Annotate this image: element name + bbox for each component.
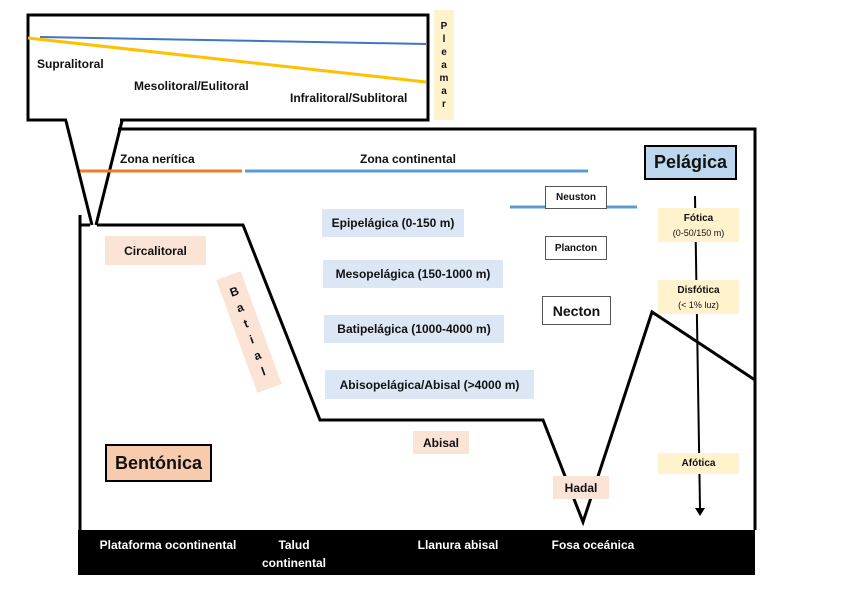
batial-letter: l [259,364,268,379]
region-plataforma: Plataforma ocontinental [99,538,237,552]
region-fosa: Fosa oceánica [551,538,635,552]
pleamar-letter: P [440,20,448,32]
afotica-name: Afótica [681,458,716,469]
neuston-label: Neuston [545,186,607,209]
pleamar-letter: r [442,98,446,110]
pelagica-badge: Pelágica [644,145,737,180]
abisal-zone: Abisal [413,431,469,454]
pleamar-letter: a [441,59,447,71]
zone-infralitoral: Infralitoral/Sublitoral [290,91,408,105]
low-tide-line [27,36,427,84]
pleamar-letter: m [439,72,449,84]
region-talud: Talud continental [261,538,326,570]
callout-pointer-left [64,120,94,226]
pleamar-letter: l [442,33,446,45]
zone-supralitoral: Supralitoral [37,57,104,71]
batial-letter: i [247,332,256,347]
disfotica-detail: (< 1% luz) [678,299,719,310]
main-frame [118,127,757,530]
arrow-head-icon [695,508,705,516]
seafloor-regions-bar: Plataforma ocontinental Talud continenta… [78,530,755,575]
region-llanura: Llanura abisal [417,538,499,552]
disfotica-zone: Disfótica (< 1% luz) [658,280,739,314]
zona-continental-label: Zona continental [360,152,456,166]
plancton-label: Plancton [545,236,607,260]
disfotica-name: Disfótica [677,284,720,296]
circalitoral-zone: Circalitoral [105,236,206,265]
necton-label: Necton [542,296,611,325]
batipelagica-zone: Batipelágica (1000-4000 m) [324,315,504,343]
callout-box [26,13,430,122]
zone-mesolitoral: Mesolitoral/Eulitoral [134,79,249,93]
batial-letter: t [241,316,251,331]
high-tide-line [39,36,427,45]
bentonica-badge: Bentónica [105,444,212,482]
mesopelagica-zone: Mesopelágica (150-1000 m) [323,260,503,288]
pleamar-letter: a [441,85,447,97]
seafloor-profile [97,223,756,527]
abisopelagica-zone: Abisopelágica/Abisal (>4000 m) [325,370,534,399]
fotica-zone: Fótica (0-50/150 m) [658,208,739,242]
epipelagica-zone: Epipelágica (0-150 m) [322,209,464,237]
callout-pointer-right [94,120,124,226]
pleamar-label: P l e a m a r [434,10,454,120]
hadal-zone: Hadal [553,476,609,499]
zona-neritica-label: Zona nerítica [120,152,195,166]
afotica-zone: Afótica [658,453,739,474]
fotica-name: Fótica [683,212,714,224]
pleamar-letter: e [441,46,447,58]
fotica-detail: (0-50/150 m) [672,227,725,238]
